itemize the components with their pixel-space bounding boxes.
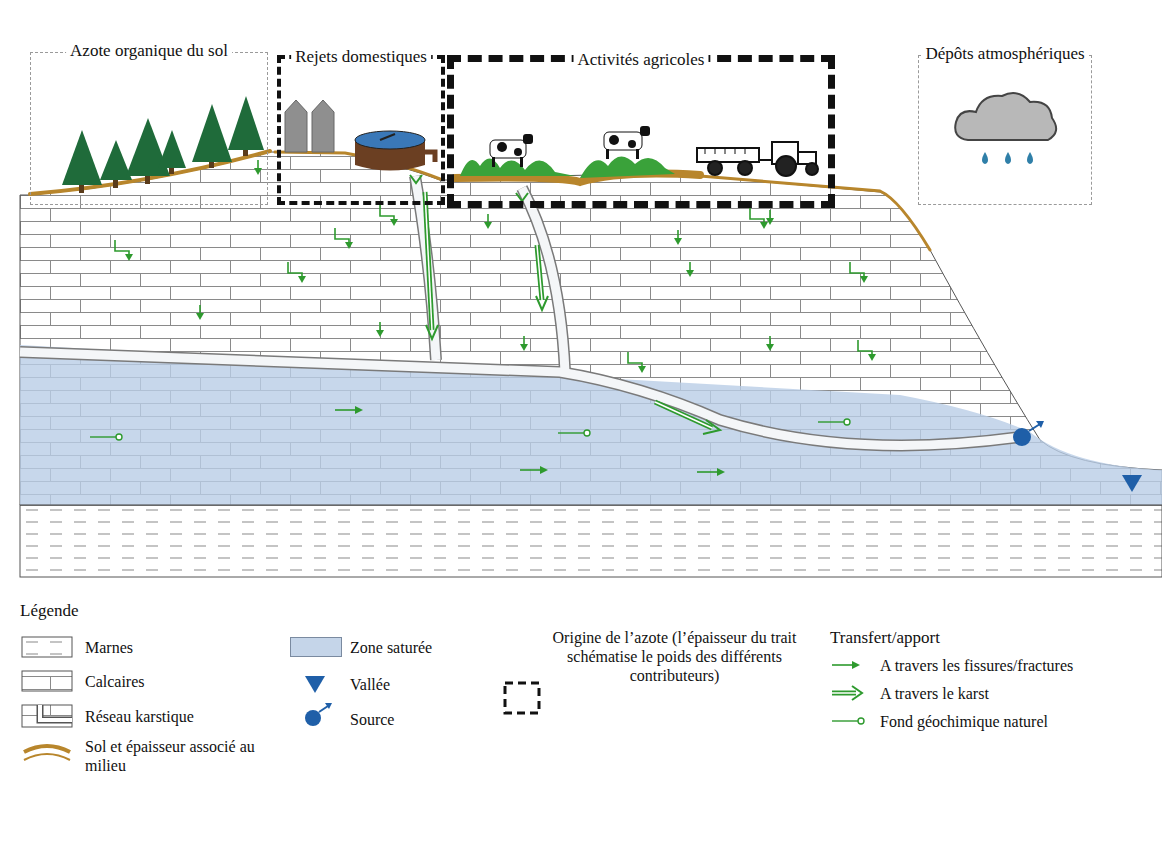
spring-and-valley xyxy=(1013,421,1142,492)
legend-title: Légende xyxy=(20,601,79,621)
geochemical-background xyxy=(90,419,850,440)
legend-text: Fond géochimique naturel xyxy=(880,712,1048,731)
karst-arrows xyxy=(410,175,720,434)
rain-cloud xyxy=(955,93,1056,164)
legend-subtitle: Transfert/apport xyxy=(830,628,940,648)
forest-trees xyxy=(62,96,264,193)
legend-text: Calcaires xyxy=(85,672,145,691)
source-title: Rejets domestiques xyxy=(291,47,431,67)
source-title: Dépôts atmosphériques xyxy=(921,44,1088,64)
source-box: Activités agricoles xyxy=(447,55,835,208)
source-box: Rejets domestiques xyxy=(277,55,445,205)
karst-network xyxy=(20,176,1020,445)
legend-swatch xyxy=(290,637,342,657)
source-title: Activités agricoles xyxy=(574,50,709,70)
legend-text: Sol et épaisseur associé au milieu xyxy=(85,737,255,775)
marl-layer xyxy=(20,505,1162,577)
source-title: Azote organique du sol xyxy=(66,41,232,61)
legend-text: Vallée xyxy=(350,675,390,694)
source-box: Dépôts atmosphériques xyxy=(918,55,1091,205)
tractor xyxy=(697,142,818,176)
saturated-zone xyxy=(20,345,1162,505)
legend-text: A travers les fissures/fractures xyxy=(880,656,1073,675)
legend-text: Source xyxy=(350,710,394,729)
slurry-tank xyxy=(355,131,435,171)
legend-text: Réseau karstique xyxy=(85,707,194,726)
legend-text: Origine de l’azote (l’épaisseur du trait… xyxy=(552,628,797,685)
legend-text: Marnes xyxy=(85,638,133,657)
silos xyxy=(285,100,334,152)
source-box: Azote organique du sol xyxy=(30,52,268,205)
pasture-cows xyxy=(460,126,675,178)
legend-text: Zone saturée xyxy=(350,638,432,657)
legend-text: A travers le karst xyxy=(880,684,989,703)
